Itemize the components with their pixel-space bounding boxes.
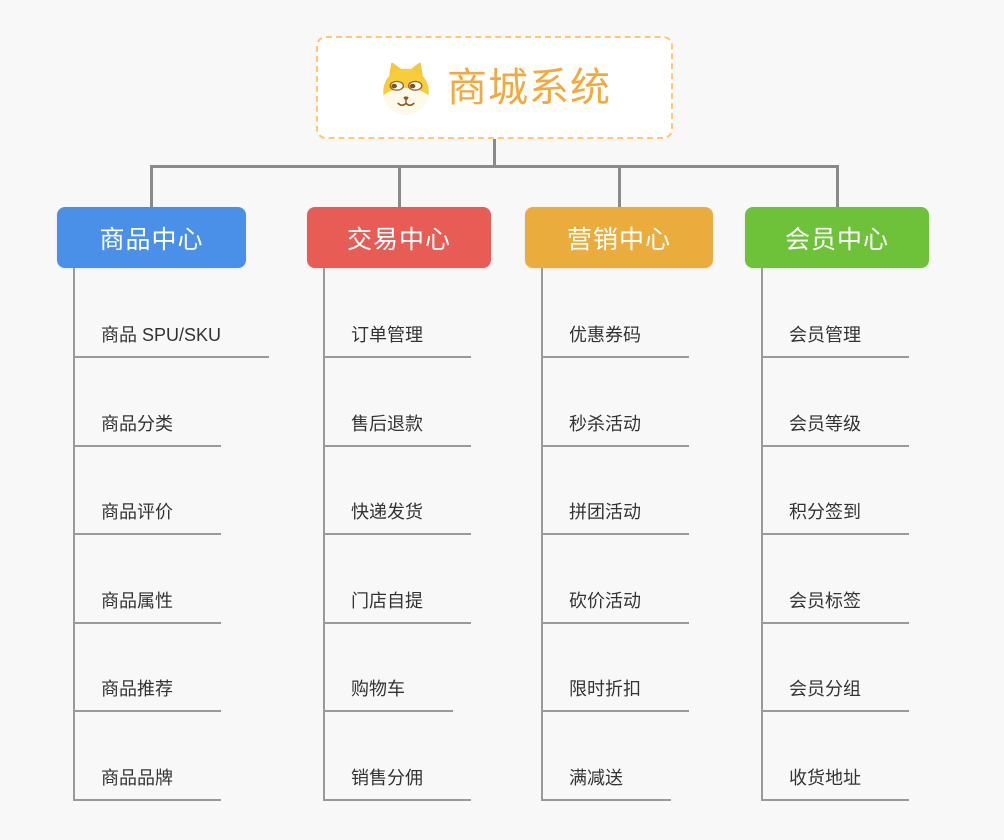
leaf-node[interactable]: 购物车 <box>323 678 453 712</box>
leaf-node[interactable]: 商品分类 <box>73 413 221 447</box>
leaf-node[interactable]: 会员标签 <box>761 590 909 624</box>
branch-group-marketing-center: 营销中心 优惠券码秒杀活动拼团活动砍价活动限时折扣满减送 <box>525 207 713 801</box>
leaf-node[interactable]: 商品评价 <box>73 501 221 535</box>
leaf-node[interactable]: 拼团活动 <box>541 501 689 535</box>
leaf-node[interactable]: 订单管理 <box>323 324 471 358</box>
connector-drop <box>618 166 621 207</box>
leaf-node[interactable]: 商品 SPU/SKU <box>73 324 270 358</box>
leaf-node[interactable]: 门店自提 <box>323 590 471 624</box>
branch-node-marketing-center[interactable]: 营销中心 <box>525 207 713 268</box>
leaf-node[interactable]: 商品属性 <box>73 590 221 624</box>
leaf-node[interactable]: 快递发货 <box>323 501 471 535</box>
branch-node-trade-center[interactable]: 交易中心 <box>307 207 491 268</box>
connector-root-stem <box>493 139 496 167</box>
leaf-node[interactable]: 销售分佣 <box>323 767 471 801</box>
leaf-node[interactable]: 优惠券码 <box>541 324 689 358</box>
leaf-node[interactable]: 限时折扣 <box>541 678 689 712</box>
leaf-node[interactable]: 会员等级 <box>761 413 909 447</box>
branch-group-trade-center: 交易中心 订单管理售后退款快递发货门店自提购物车销售分佣 <box>307 207 491 801</box>
leaf-node[interactable]: 会员分组 <box>761 678 909 712</box>
leaf-node[interactable]: 商品推荐 <box>73 678 221 712</box>
branch-group-product-center: 商品中心 商品 SPU/SKU 商品分类商品评价商品属性商品推荐商品品牌 <box>57 207 270 801</box>
leaf-node[interactable]: 收货地址 <box>761 767 909 801</box>
shiba-dog-icon <box>378 60 434 116</box>
root-node[interactable]: 商城系统 <box>316 36 673 139</box>
connector-drop <box>836 166 839 207</box>
leaf-node[interactable]: 满减送 <box>541 767 671 801</box>
leaf-node[interactable]: 秒杀活动 <box>541 413 689 447</box>
connector-drop <box>150 166 153 207</box>
connector-drop <box>398 166 401 207</box>
leaf-node[interactable]: 砍价活动 <box>541 590 689 624</box>
leaf-node[interactable]: 售后退款 <box>323 413 471 447</box>
branch-group-member-center: 会员中心 会员管理会员等级积分签到会员标签会员分组收货地址 <box>745 207 929 801</box>
leaf-node[interactable]: 商品品牌 <box>73 767 221 801</box>
branch-node-member-center[interactable]: 会员中心 <box>745 207 929 268</box>
leaf-node[interactable]: 会员管理 <box>761 324 909 358</box>
branch-node-product-center[interactable]: 商品中心 <box>57 207 246 268</box>
connector-horizontal-bar <box>150 165 839 168</box>
leaf-node[interactable]: 积分签到 <box>761 501 909 535</box>
root-title: 商城系统 <box>447 65 611 110</box>
